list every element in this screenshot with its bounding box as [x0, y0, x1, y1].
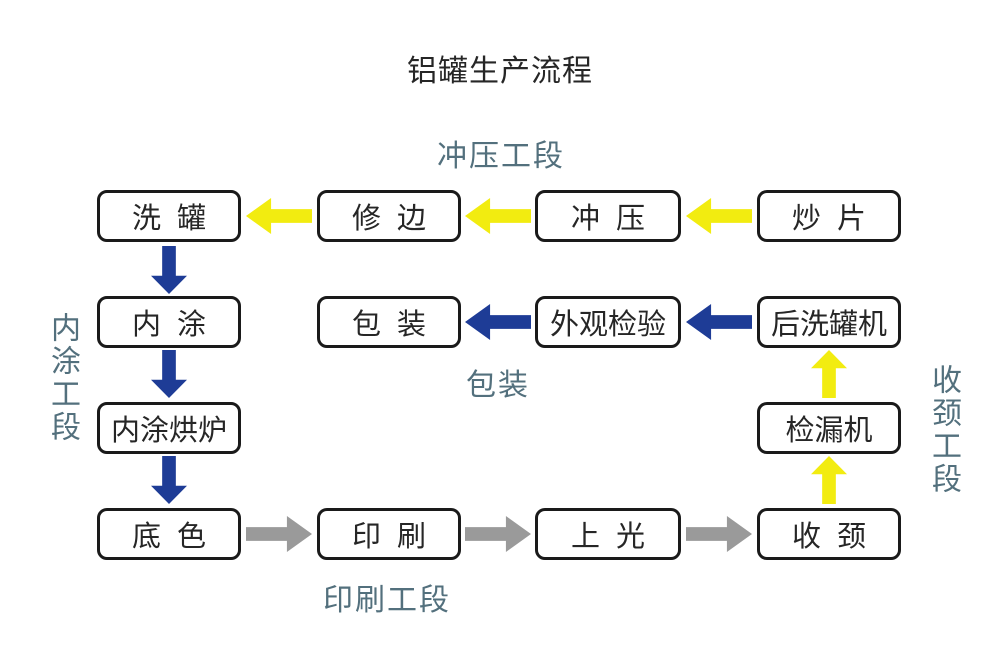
node-inner-coat: 内 涂: [97, 296, 241, 348]
section-label-printing: 印刷工段: [323, 584, 451, 617]
arrow-neck-to-leak-icon: [811, 456, 847, 504]
node-trim: 修 边: [317, 190, 461, 242]
node-wash-can: 洗 罐: [97, 190, 241, 242]
section-label-necking: 收颈工段: [927, 364, 960, 496]
arrow-inspect-to-pack-icon: [465, 304, 531, 340]
arrow-varnish-to-neck-icon: [686, 516, 752, 552]
node-post-wash: 后洗罐机: [757, 296, 901, 348]
node-coat-oven: 内涂烘炉: [97, 402, 241, 454]
arrow-base-to-print-icon: [246, 516, 312, 552]
arrow-punch-to-trim-icon: [465, 198, 531, 234]
node-varnish: 上 光: [535, 508, 681, 560]
arrow-postwash-to-inspect-icon: [686, 304, 752, 340]
section-label-packing: 包装: [466, 369, 530, 402]
node-leak-test: 检漏机: [757, 402, 901, 454]
arrow-oven-to-base-icon: [151, 456, 187, 504]
page-title: 铝罐生产流程: [407, 55, 593, 88]
node-print: 印 刷: [317, 508, 461, 560]
arrow-sheet-to-punch-icon: [686, 198, 752, 234]
arrow-print-to-varnish-icon: [465, 516, 531, 552]
section-label-inner-coating: 内涂工段: [46, 312, 79, 444]
section-label-stamping: 冲压工段: [437, 140, 565, 173]
arrow-leak-to-postwash-icon: [811, 350, 847, 398]
arrow-coat-to-oven-icon: [151, 350, 187, 398]
node-base-color: 底 色: [97, 508, 241, 560]
node-punch: 冲 压: [535, 190, 681, 242]
arrow-wash-to-coat-icon: [151, 246, 187, 294]
node-visual-inspect: 外观检验: [535, 296, 681, 348]
node-pack: 包 装: [317, 296, 461, 348]
arrow-trim-to-wash-can-icon: [246, 198, 312, 234]
node-neck: 收 颈: [757, 508, 901, 560]
node-sheet-fry: 炒 片: [757, 190, 901, 242]
